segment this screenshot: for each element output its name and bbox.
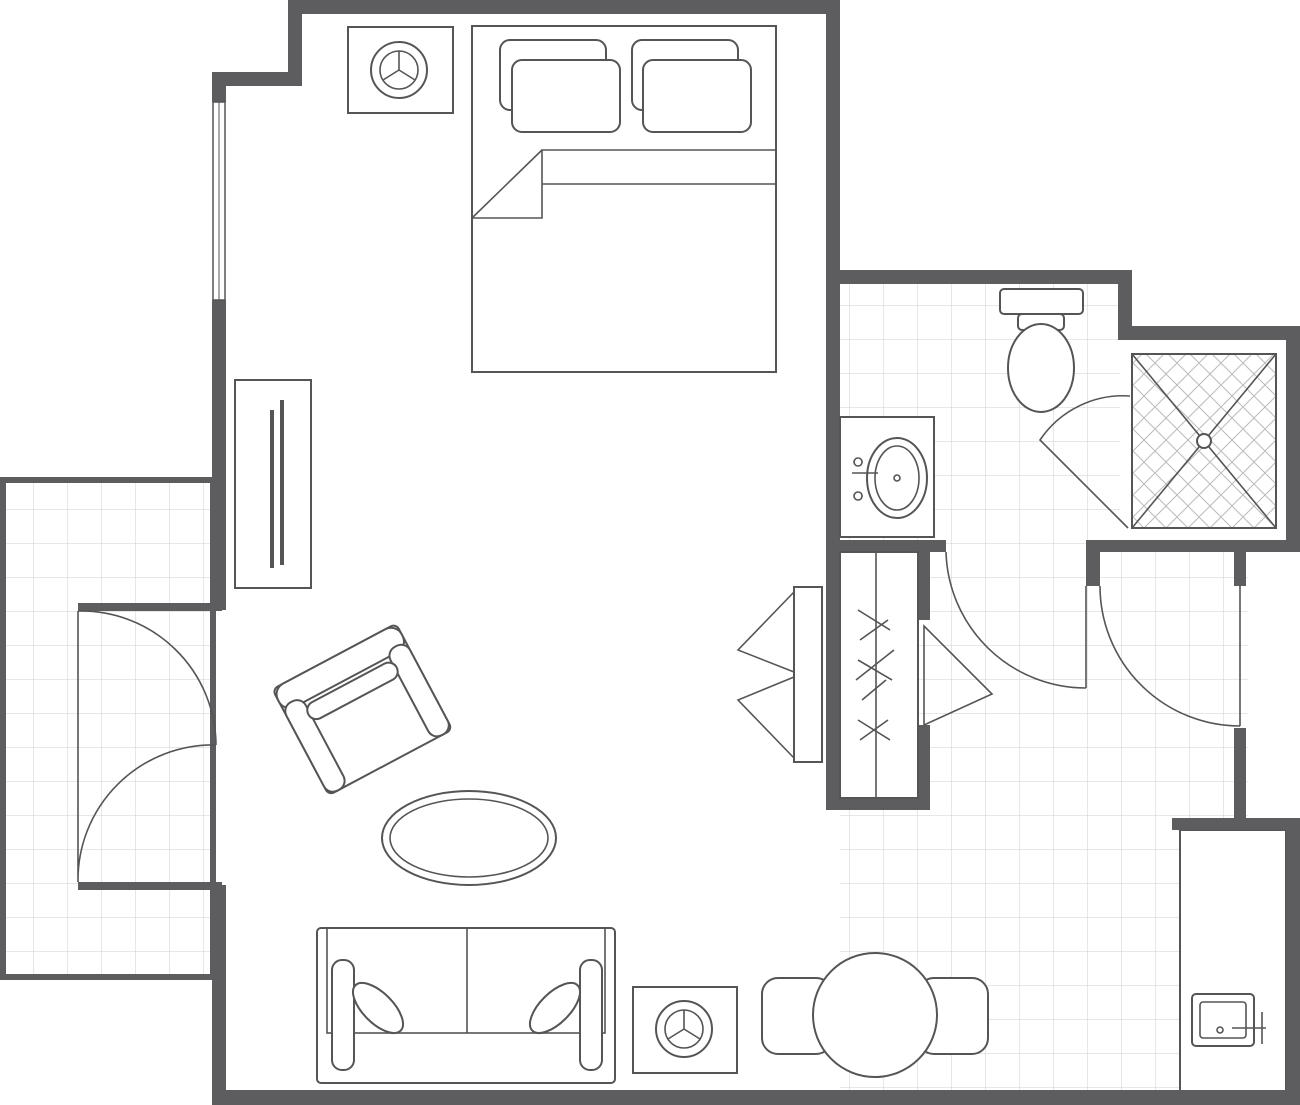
sofa xyxy=(316,927,616,1084)
ottoman-rug xyxy=(381,790,557,886)
dining-chairs xyxy=(761,977,989,1055)
toilet xyxy=(999,288,1084,413)
bathroom-door[interactable] xyxy=(945,551,1087,689)
walls xyxy=(78,0,1300,1105)
nightstand-lamp xyxy=(347,26,454,114)
pillows xyxy=(499,39,752,133)
kitchenette xyxy=(1179,829,1287,1093)
kitchen-sink xyxy=(1191,993,1266,1047)
closet-bifold-door[interactable] xyxy=(736,586,823,763)
balcony-door[interactable] xyxy=(77,610,217,883)
closet xyxy=(839,551,919,799)
hangers xyxy=(855,609,895,741)
sink-vanity xyxy=(839,416,935,538)
window xyxy=(212,101,226,301)
side-table-lamp xyxy=(632,986,738,1074)
shower-stall xyxy=(1038,353,1277,529)
entry-door[interactable] xyxy=(1099,585,1241,727)
bed xyxy=(471,25,777,373)
dresser-tv xyxy=(234,379,312,589)
dining-table xyxy=(812,952,938,1078)
balcony xyxy=(0,477,216,980)
closet-door[interactable] xyxy=(923,624,994,727)
armchair xyxy=(273,624,452,795)
